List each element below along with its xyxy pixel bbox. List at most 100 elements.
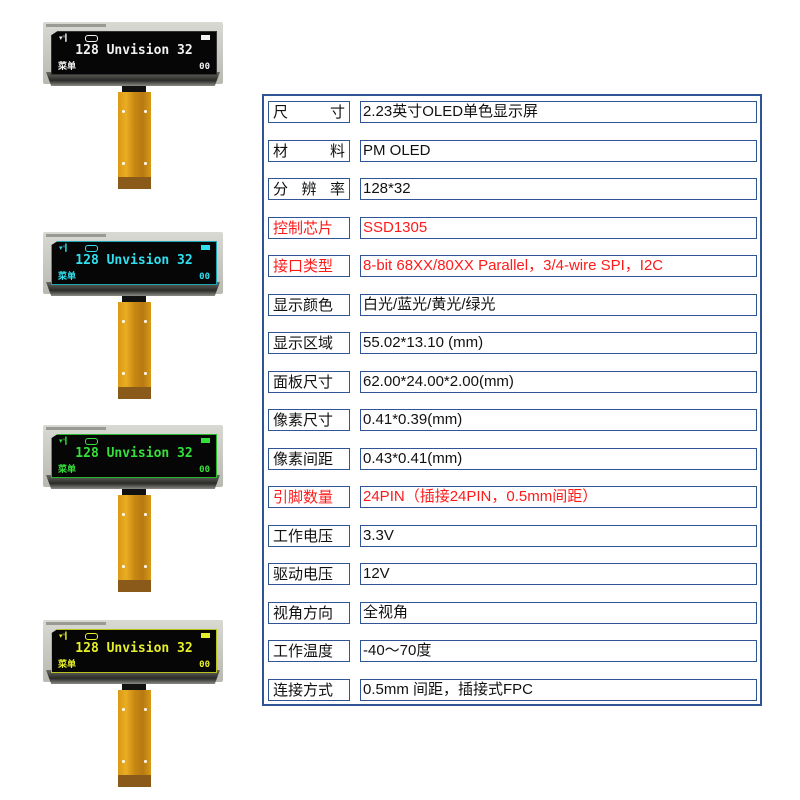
spec-row: 面板尺寸 62.00*24.00*2.00(mm) (268, 370, 758, 393)
spec-label: 像素间距 (268, 447, 350, 470)
spec-label: 分辨率 (268, 178, 350, 200)
spec-label-text: 面板尺寸 (273, 372, 334, 391)
spec-row: 引脚数量 24PIN（插接24PIN，0.5mm间距） (268, 486, 758, 508)
spec-label-char: 分 (273, 180, 289, 198)
spec-label-text: 显示区域 (273, 334, 334, 352)
battery-icon (201, 245, 210, 250)
fpc-hole (122, 372, 125, 375)
spec-row: 显示颜色 白光/蓝光/黄光/绿光 (268, 293, 758, 316)
spec-row: 接口类型 8-bit 68XX/80XX Parallel，3/4-wire S… (268, 255, 758, 277)
spec-label: 接口类型 (268, 255, 350, 277)
spec-label-char: 尺 (273, 103, 289, 121)
oled-bezel-base (46, 72, 220, 86)
spec-label-char: 率 (329, 180, 345, 198)
spec-row: 工作温度 -40～70度 (268, 640, 758, 662)
spec-row: 连接方式 0.5mm 间距，插接式FPC (268, 678, 758, 701)
spec-label: 工作电压 (268, 524, 350, 547)
signal-icon: ▾ⁿ▎ (59, 244, 71, 252)
spec-value: PM OLED (360, 139, 757, 162)
spec-row: 像素间距 0.43*0.41(mm) (268, 447, 758, 470)
screen-menu-label: 菜单 (58, 465, 77, 475)
fpc-hole (144, 708, 147, 711)
spec-row: 像素尺寸 0.41*0.39(mm) (268, 409, 758, 431)
screen-menu-label: 菜单 (58, 660, 77, 670)
fpc-hole (144, 513, 147, 516)
battery-icon (201, 35, 210, 40)
oled-bezel-base (46, 475, 220, 489)
spec-label: 驱动电压 (268, 563, 350, 585)
spec-label-char: 料 (329, 141, 345, 160)
spec-label: 控制芯片 (268, 216, 350, 239)
fpc-connector-tail (118, 387, 151, 399)
spec-value: 128*32 (360, 178, 757, 200)
glass-label-strip (46, 24, 106, 27)
spec-label-text: 引脚数量 (273, 488, 334, 506)
screen-counter: 00 (199, 62, 210, 72)
spec-table-frame (262, 94, 762, 706)
fpc-hole (122, 162, 125, 165)
spec-value: 全视角 (360, 601, 757, 624)
spec-value: 0.5mm 间距，插接式FPC (360, 678, 757, 701)
spec-row: 分辨率 128*32 (268, 178, 758, 200)
spec-value: 0.43*0.41(mm) (360, 447, 757, 470)
spec-row: 材料 PM OLED (268, 139, 758, 162)
spec-value: 白光/蓝光/黄光/绿光 (360, 293, 757, 316)
spec-label: 显示区域 (268, 332, 350, 354)
status-pill-icon (85, 633, 98, 640)
spec-label: 连接方式 (268, 678, 350, 701)
spec-label-text: 显示颜色 (273, 295, 334, 314)
fpc-hole (144, 372, 147, 375)
screen-counter: 00 (199, 465, 210, 475)
spec-value: 12V (360, 563, 757, 585)
fpc-hole (122, 110, 125, 113)
battery-icon (201, 633, 210, 638)
spec-label-text: 工作电压 (273, 526, 334, 545)
spec-value: 2.23英寸OLED单色显示屏 (360, 101, 757, 123)
spec-label-text: 连接方式 (273, 680, 334, 699)
spec-value: SSD1305 (360, 216, 757, 239)
spec-label: 引脚数量 (268, 486, 350, 508)
spec-label-char: 材 (273, 141, 289, 160)
fpc-connector-tail (118, 177, 151, 189)
spec-label-text: 控制芯片 (273, 218, 334, 237)
spec-label-text: 像素间距 (273, 449, 334, 468)
signal-icon: ▾ⁿ▎ (59, 34, 71, 42)
signal-icon: ▾ⁿ▎ (59, 437, 71, 445)
glass-label-strip (46, 622, 106, 625)
fpc-ribbon-cable (118, 495, 151, 592)
spec-row: 尺寸 2.23英寸OLED单色显示屏 (268, 101, 758, 123)
oled-screen: ▾ⁿ▎ 128 Unvision 32 菜单 00 (51, 31, 217, 75)
spec-label-text: 驱动电压 (273, 565, 334, 583)
screen-title: 128 Unvision 32 (75, 253, 193, 268)
fpc-connector-tail (118, 580, 151, 592)
fpc-hole (144, 320, 147, 323)
fpc-hole (122, 565, 125, 568)
screen-title: 128 Unvision 32 (75, 641, 193, 656)
signal-icon: ▾ⁿ▎ (59, 632, 71, 640)
spec-row: 工作电压 3.3V (268, 524, 758, 547)
status-pill-icon (85, 438, 98, 445)
oled-bezel-base (46, 670, 220, 684)
fpc-connector-tail (118, 775, 151, 787)
screen-menu-label: 菜单 (58, 272, 77, 282)
spec-label-text: 工作温度 (273, 642, 334, 660)
glass-label-strip (46, 234, 106, 237)
fpc-hole (144, 162, 147, 165)
spec-label-text: 视角方向 (273, 603, 334, 622)
oled-screen: ▾ⁿ▎ 128 Unvision 32 菜单 00 (51, 241, 217, 285)
screen-counter: 00 (199, 272, 210, 282)
spec-label: 像素尺寸 (268, 409, 350, 431)
battery-icon (201, 438, 210, 443)
spec-label: 面板尺寸 (268, 370, 350, 393)
fpc-hole (122, 760, 125, 763)
spec-row: 显示区域 55.02*13.10 (mm) (268, 332, 758, 354)
spec-value: 0.41*0.39(mm) (360, 409, 757, 431)
screen-counter: 00 (199, 660, 210, 670)
spec-value: -40～70度 (360, 640, 757, 662)
fpc-ribbon-cable (118, 92, 151, 189)
fpc-hole (144, 565, 147, 568)
fpc-hole (144, 110, 147, 113)
spec-label: 材料 (268, 139, 350, 162)
spec-label: 视角方向 (268, 601, 350, 624)
oled-screen: ▾ⁿ▎ 128 Unvision 32 菜单 00 (51, 629, 217, 673)
